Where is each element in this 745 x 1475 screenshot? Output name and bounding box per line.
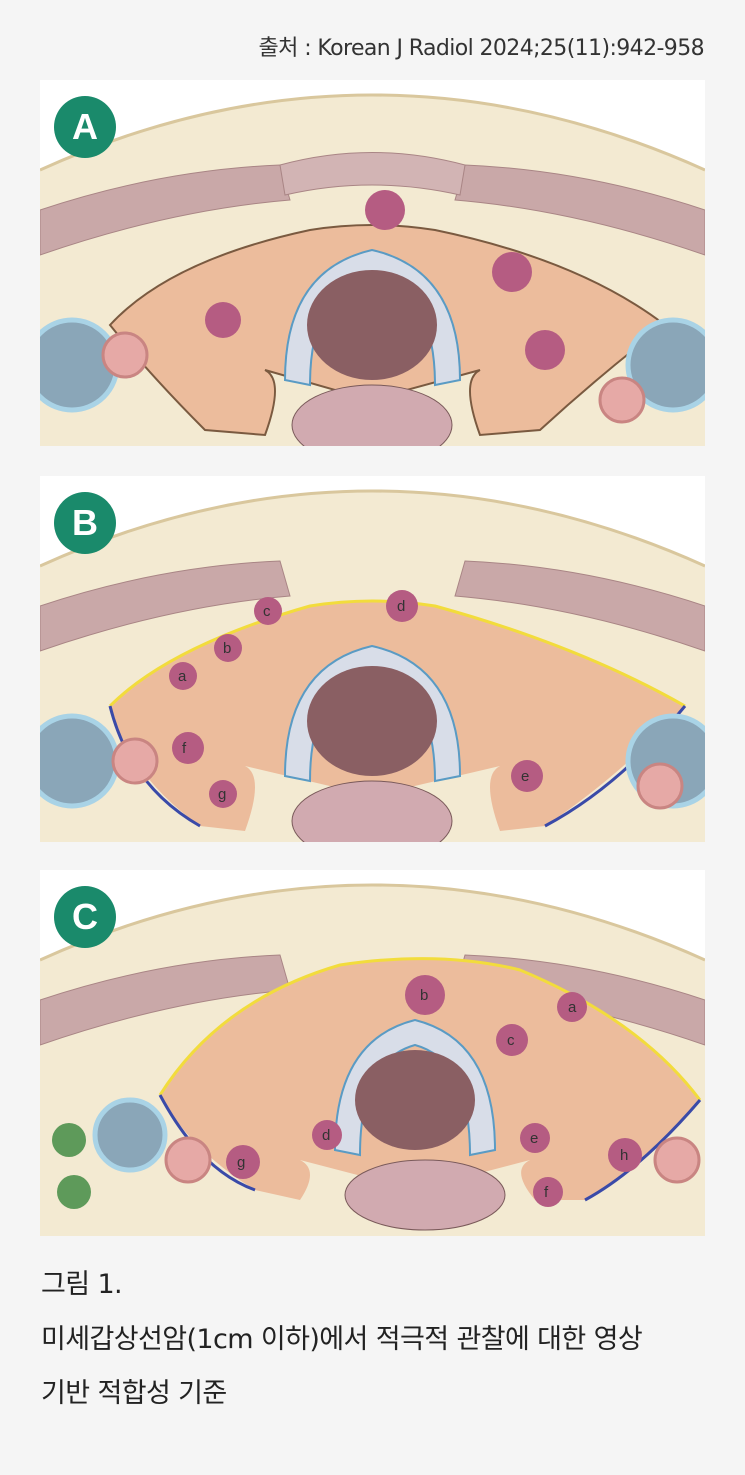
nodule-g: g: [209, 780, 237, 808]
nodule-g: g: [226, 1145, 260, 1179]
svg-text:b: b: [420, 987, 428, 1004]
panel-a-illustration: [40, 80, 705, 446]
nodule-b: b: [405, 975, 445, 1015]
panel-b: a b c d e f g B: [40, 476, 705, 842]
panel-c-badge: C: [54, 886, 116, 948]
nodule-d: d: [312, 1120, 342, 1150]
nodule-e: e: [511, 760, 543, 792]
figure-number: 그림 1.: [41, 1269, 123, 1300]
svg-text:d: d: [322, 1127, 330, 1144]
svg-text:b: b: [223, 640, 231, 657]
svg-text:c: c: [263, 603, 271, 620]
caption-line-1: 미세갑상선암(1cm 이하)에서 적극적 관찰에 대한 영상: [41, 1324, 643, 1355]
nodule-c: c: [254, 597, 282, 625]
nodule-f: f: [172, 732, 204, 764]
svg-text:d: d: [397, 598, 405, 615]
panel-a-badge: A: [54, 96, 116, 158]
nodule-h: h: [608, 1138, 642, 1172]
svg-text:h: h: [620, 1147, 628, 1164]
panel-a: A: [40, 80, 705, 446]
svg-text:f: f: [182, 740, 187, 757]
svg-text:e: e: [521, 768, 529, 785]
caption-line-2: 기반 적합성 기준: [41, 1378, 227, 1409]
svg-text:e: e: [530, 1130, 538, 1147]
svg-text:a: a: [568, 999, 577, 1016]
nodule-a: a: [169, 662, 197, 690]
svg-text:a: a: [178, 668, 187, 685]
svg-text:c: c: [507, 1032, 515, 1049]
panel-b-badge: B: [54, 492, 116, 554]
svg-text:g: g: [218, 786, 226, 803]
panel-c-illustration: a b c d e f g h: [40, 870, 705, 1236]
svg-text:g: g: [237, 1154, 245, 1171]
nodule-c: c: [496, 1024, 528, 1056]
svg-text:f: f: [544, 1184, 549, 1201]
panel-b-illustration: a b c d e f g: [40, 476, 705, 842]
source-citation: 출처 : Korean J Radiol 2024;25(11):942-958: [258, 36, 705, 61]
panel-c: a b c d e f g h C: [40, 870, 705, 1236]
nodule-a: a: [557, 992, 587, 1022]
nodule-f: f: [533, 1177, 563, 1207]
nodule-d: d: [386, 590, 418, 622]
nodule-e: e: [520, 1123, 550, 1153]
nodule-b: b: [214, 634, 242, 662]
